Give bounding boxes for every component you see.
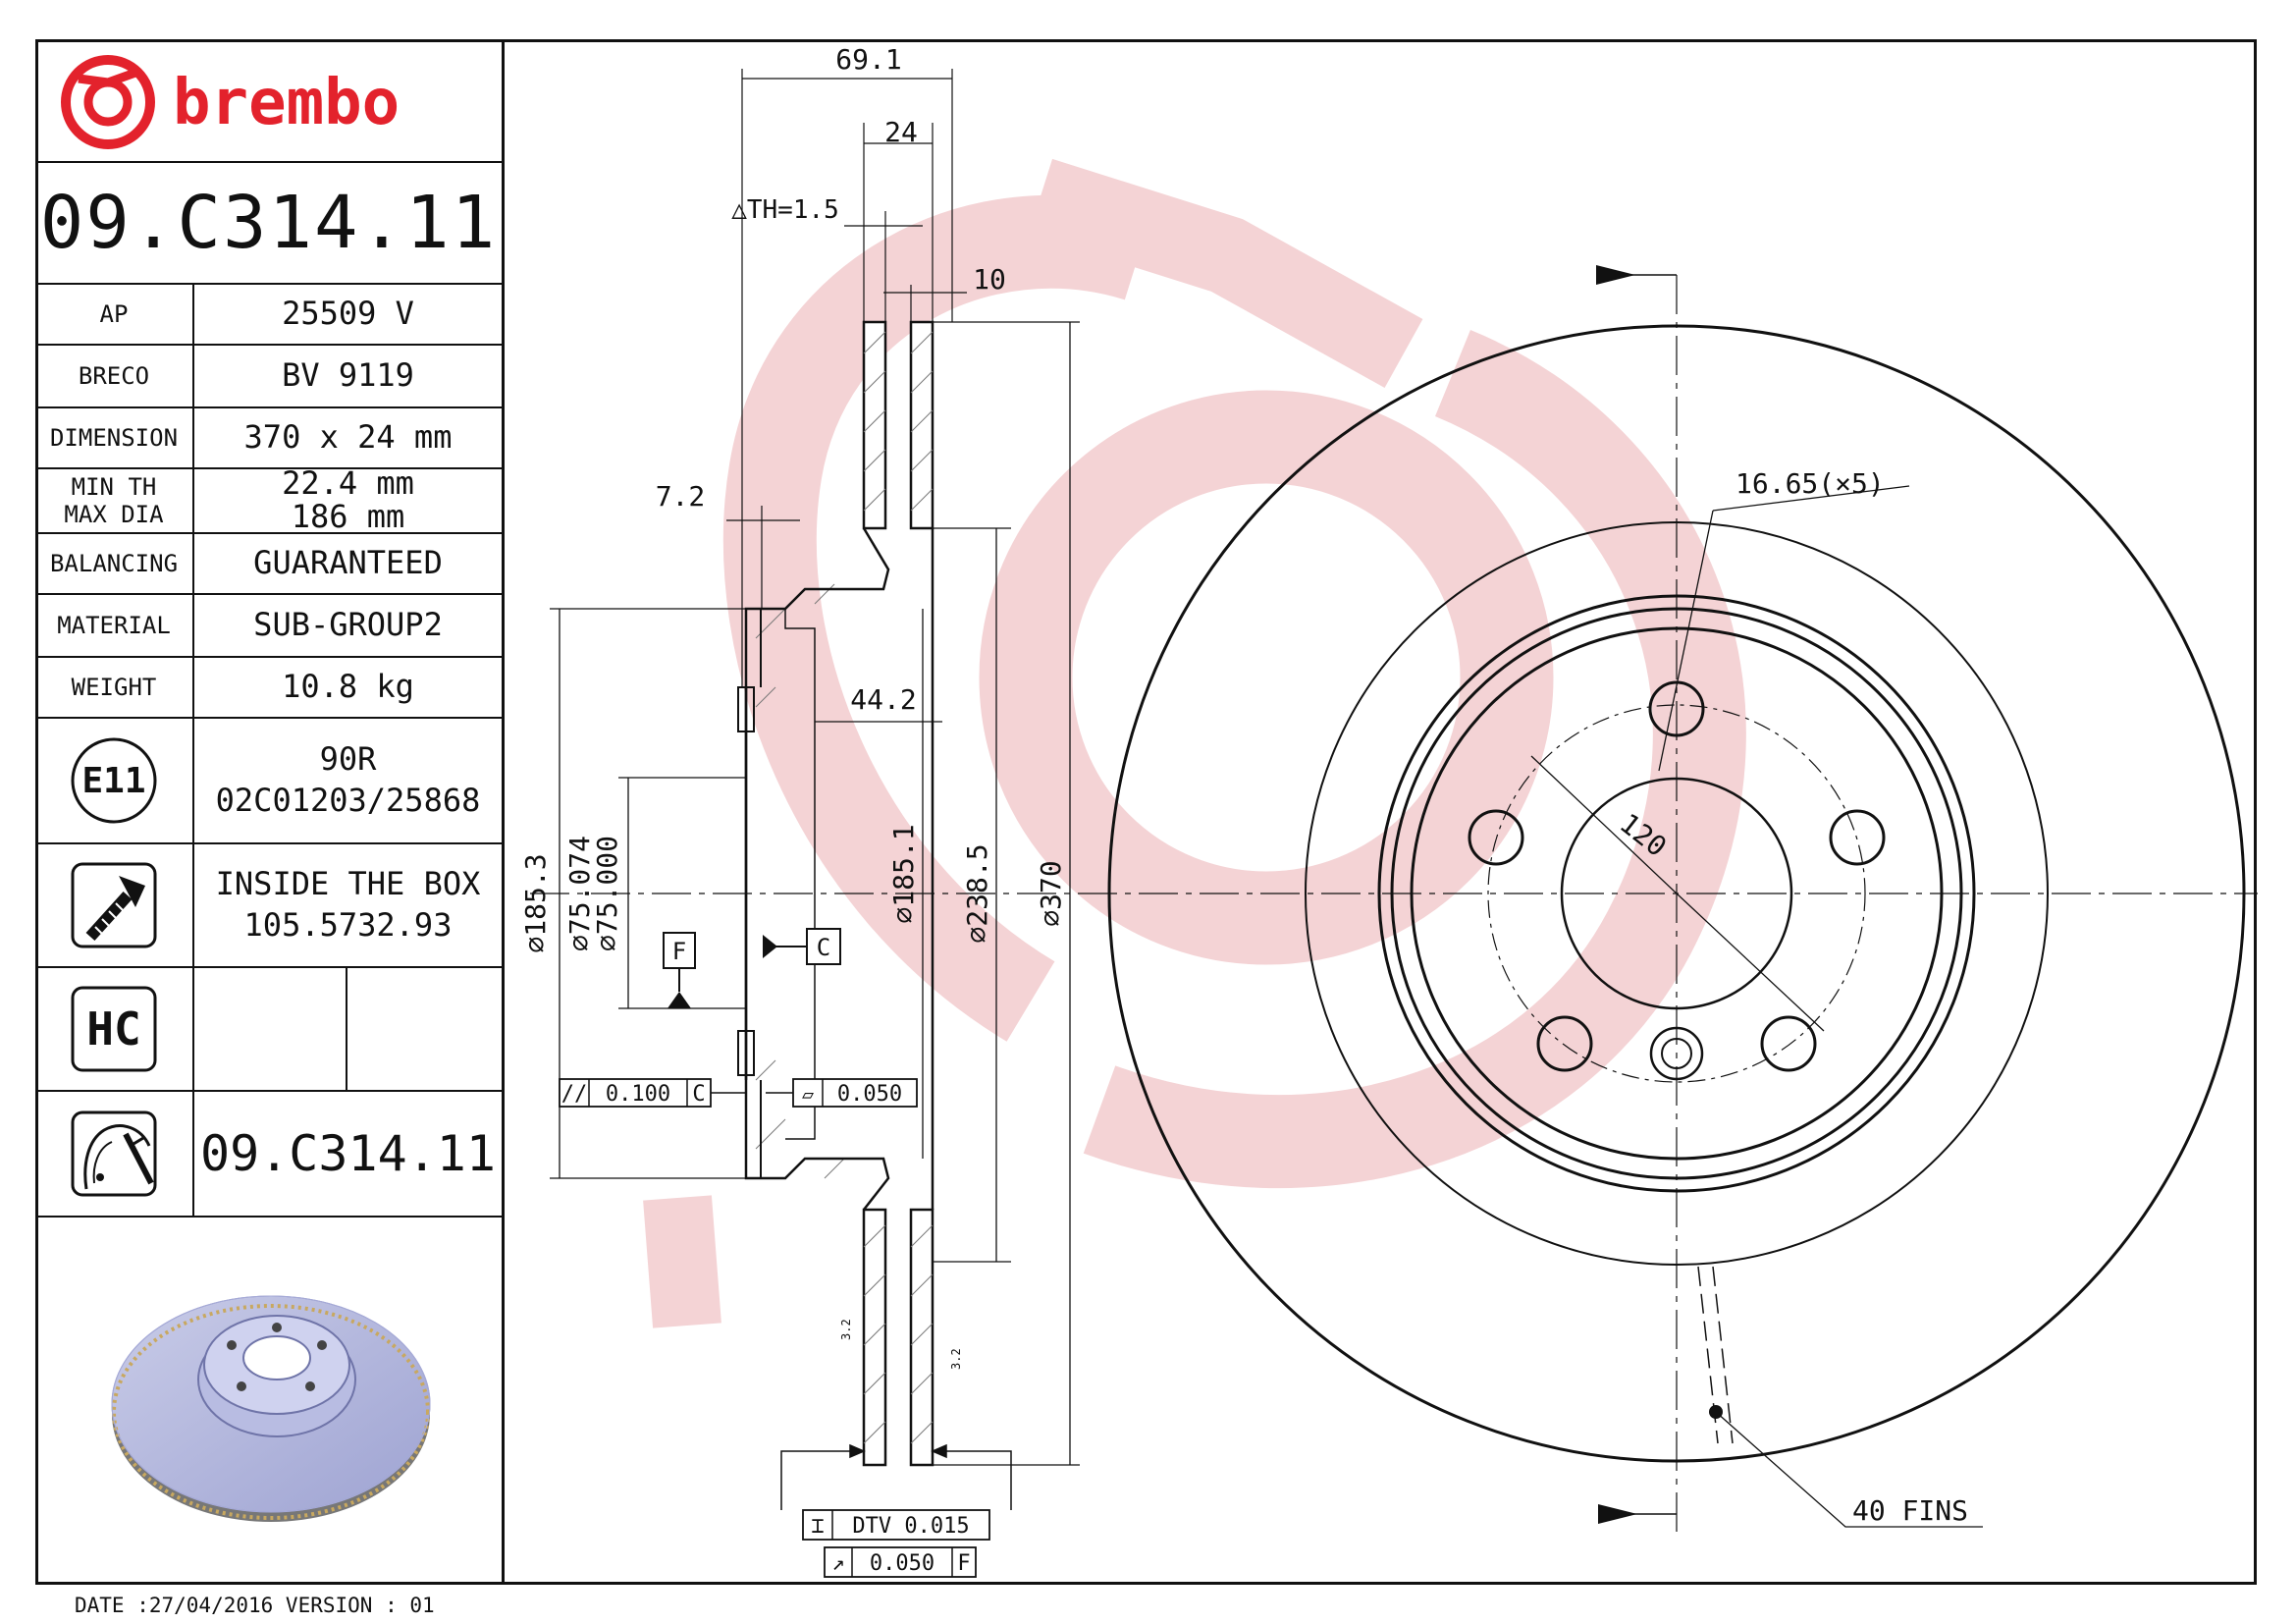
dim-75-074: ⌀75.074 [563,836,596,951]
disc-reference-number: 09.C314.11 [199,1124,497,1182]
spec-value: 25509 V [282,295,414,333]
product-render [35,1218,502,1585]
datum-c: C [763,928,841,965]
coating-badge: HC [86,1002,140,1056]
spec-value: 186 mm [291,498,405,535]
svg-text:C: C [817,934,830,961]
parallelism-tolerance: // 0.100 C [559,1078,746,1108]
dim-overall-width: 69.1 [835,43,901,76]
svg-text:0.050: 0.050 [870,1551,934,1576]
part-number: 09.C314.11 [39,181,498,265]
disc-icon-cell [35,1092,194,1216]
svg-text:C: C [692,1082,705,1107]
inside-box-label: INSIDE THE BOX [215,865,481,903]
spec-label: BALANCING [35,534,194,593]
inside-box-part: 105.5732.93 [243,906,453,944]
inside-box-values: INSIDE THE BOX 105.5732.93 [194,844,502,966]
spec-label: MIN TH [71,473,157,501]
svg-text:0.100: 0.100 [606,1082,670,1107]
brand-name: brembo [173,67,400,139]
dim-238-5: ⌀238.5 [961,843,993,943]
approval-value: 90R [319,740,377,779]
spec-label: MAX DIA [64,501,164,528]
spec-row-dimension: DIMENSION 370 x 24 mm [35,408,502,469]
footer-date: DATE :27/04/2016 VERSION : 01 [75,1594,435,1617]
svg-text:▱: ▱ [802,1082,814,1106]
disc-front-view [1107,274,2246,1532]
dim-offset: 7.2 [656,480,706,513]
spec-value: SUB-GROUP2 [253,606,443,644]
screw-icon [71,862,157,948]
dim-75-000: ⌀75.000 [591,836,623,951]
spec-value: 10.8 kg [282,668,414,706]
spec-row-ap: AP 25509 V [35,285,502,346]
spec-label: MATERIAL [35,595,194,656]
flatness-tolerance: ▱ 0.050 [766,1078,918,1108]
approval-values: 90R 02C01203/25868 [194,719,502,842]
svg-text:⌶: ⌶ [811,1514,824,1539]
svg-text:F: F [957,1551,970,1576]
coating-divider [346,968,347,1090]
svg-text:DTV 0.015: DTV 0.015 [852,1514,969,1539]
spec-label: DIMENSION [35,408,194,467]
disc-render-icon [111,1295,431,1522]
dim-hat-depth: 44.2 [850,683,916,716]
disc-cross-section [530,69,2258,1467]
coating-row: HC [35,968,502,1092]
e-mark-icon: E11 [71,737,157,824]
sheet-frame [35,39,2257,1585]
svg-text:0.050: 0.050 [837,1082,902,1107]
spec-value: 370 x 24 mm [243,418,453,457]
dim-185-1: ⌀185.1 [887,824,920,923]
spec-value: 22.4 mm [282,464,414,503]
spec-panel: brembo 09.C314.11 AP 25509 V BRECO BV 91… [35,39,505,1585]
dim-185-3: ⌀185.3 [519,853,552,952]
spec-value: BV 9119 [282,356,414,395]
dim-th-tolerance: △TH=1.5 [731,195,839,225]
disc-profile-icon [71,1110,157,1197]
part-number-row: 09.C314.11 [35,163,502,285]
brembo-logo-icon: brembo [61,55,400,149]
screw-cell [35,844,194,966]
inside-box-row: INSIDE THE BOX 105.5732.93 [35,844,502,968]
spec-row-breco: BRECO BV 9119 [35,346,502,408]
spec-row-balancing: BALANCING GUARANTEED [35,534,502,595]
spec-label-pair: MIN TH MAX DIA [35,469,194,532]
brand-row: brembo [35,39,502,163]
spec-row-min-th: MIN TH MAX DIA 22.4 mm 186 mm [35,464,502,535]
approval-badge-cell: E11 [35,719,194,842]
hc-coating-icon: HC [71,986,157,1072]
approval-number: 02C01203/25868 [215,782,481,819]
dim-bolt-hole: 16.65(×5) [1735,467,1885,500]
brembo-watermark-icon [722,194,1746,1188]
disc-reference-row: 09.C314.11 [35,1092,502,1218]
dim-vane: 10 [973,263,1006,296]
roughness-left: 3.2 [839,1319,853,1340]
spec-label: BRECO [35,346,194,406]
svg-text:↗: ↗ [831,1551,844,1576]
svg-text:F: F [672,938,686,965]
spec-value-pair: 22.4 mm 186 mm [194,464,502,535]
roughness-right: 3.2 [949,1348,963,1370]
coating-cell: HC [35,968,194,1090]
spec-row-weight: WEIGHT 10.8 kg [35,658,502,719]
approval-row: E11 90R 02C01203/25868 [35,719,502,844]
fins-label: 40 FINS [1852,1494,1968,1527]
spec-row-material: MATERIAL SUB-GROUP2 [35,595,502,658]
spec-label: WEIGHT [35,658,194,717]
dtv-tolerance: ⌶ DTV 0.015 [802,1509,990,1541]
runout-tolerance: ↗ 0.050 F [824,1546,977,1578]
dim-thickness: 24 [884,116,918,148]
approval-badge: E11 [81,761,145,801]
svg-text://: // [561,1082,588,1107]
spec-label: AP [35,285,194,344]
datum-f: F [663,932,696,1008]
spec-value: GUARANTEED [253,544,443,582]
dim-370: ⌀370 [1035,860,1067,926]
